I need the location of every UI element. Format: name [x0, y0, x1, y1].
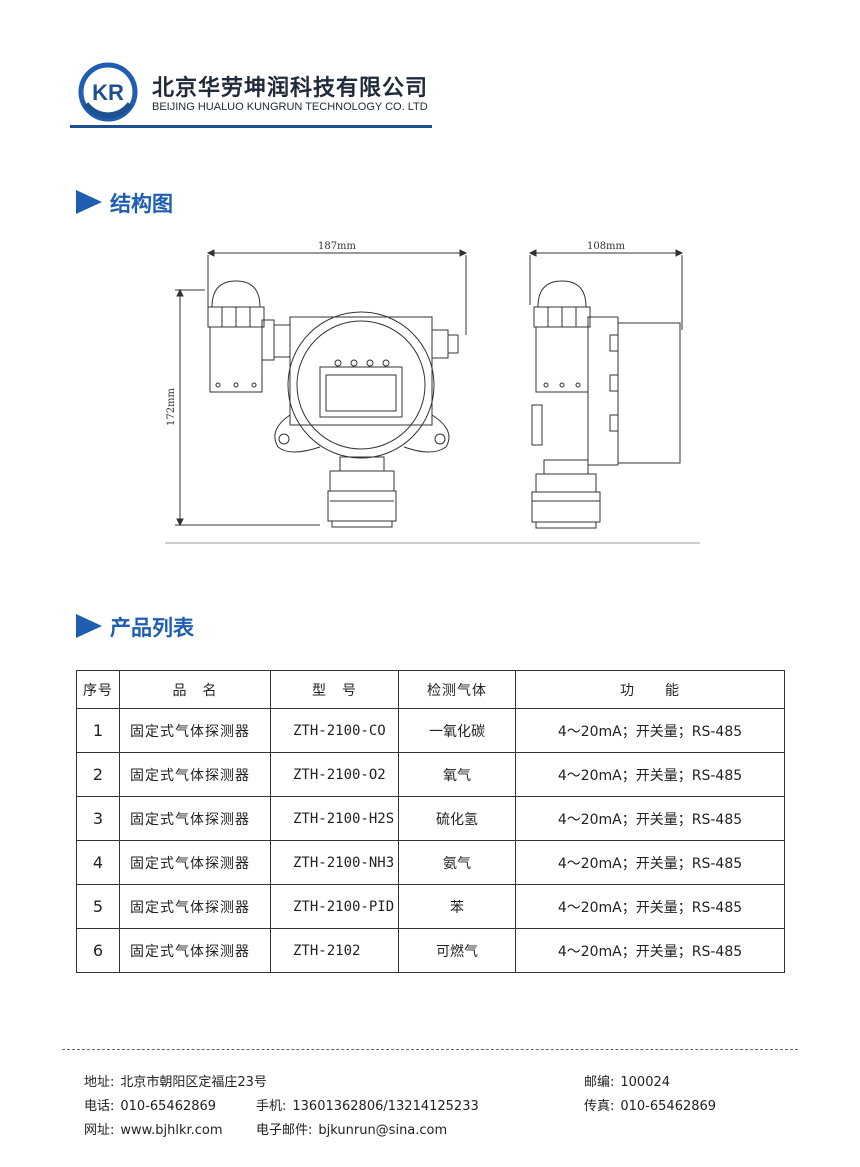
- structure-drawing: 187mm 108mm 172mm: [165, 241, 700, 544]
- products-section-title: 产品列表: [110, 616, 194, 640]
- cell-model: ZTH-2102: [270, 928, 399, 973]
- fax-label: 传真:: [584, 1099, 615, 1114]
- cell-gas: 氨气: [398, 840, 516, 885]
- address-label: 地址:: [84, 1075, 115, 1090]
- cell-function: 4～20mA；开关量；RS-485: [515, 840, 785, 885]
- dimension-side-width: 108mm: [587, 241, 626, 252]
- footer-mobile: 手机: 13601362806/13214125233: [256, 1095, 479, 1114]
- footer-divider: [62, 1049, 798, 1050]
- cell-name: 固定式气体探测器: [119, 708, 271, 753]
- cell-index: 1: [76, 708, 120, 753]
- cell-model: ZTH-2100-H2S: [270, 796, 399, 841]
- cell-name: 固定式气体探测器: [119, 796, 271, 841]
- structure-section-title: 结构图: [110, 192, 173, 216]
- cell-gas: 一氧化碳: [398, 708, 516, 753]
- header-index: 序号: [76, 670, 120, 709]
- cell-name: 固定式气体探测器: [119, 840, 271, 885]
- cell-name: 固定式气体探测器: [119, 884, 271, 929]
- cell-gas: 氧气: [398, 752, 516, 797]
- table-row: 6 固定式气体探测器 ZTH-2102 可燃气 4～20mA；开关量；RS-48…: [76, 928, 785, 973]
- email-link[interactable]: bjkunrun@sina.com: [318, 1123, 448, 1138]
- section-arrow-icon: [76, 614, 102, 638]
- cell-model: ZTH-2100-NH3: [270, 840, 399, 885]
- cell-model: ZTH-2100-O2: [270, 752, 399, 797]
- table-row: 5 固定式气体探测器 ZTH-2100-PID 苯 4～20mA；开关量；RS-…: [76, 884, 785, 929]
- company-name-en: BEIJING HUALUO KUNGRUN TECHNOLOGY CO. LT…: [152, 101, 428, 113]
- cell-index: 4: [76, 840, 120, 885]
- company-name-cn: 北京华劳坤润科技有限公司: [152, 76, 429, 101]
- cell-index: 3: [76, 796, 120, 841]
- logo-text: KR: [92, 80, 124, 105]
- web-link[interactable]: www.bjhlkr.com: [120, 1123, 223, 1138]
- postcode-value: 100024: [620, 1075, 671, 1090]
- cell-gas: 苯: [398, 884, 516, 929]
- table-row: 4 固定式气体探测器 ZTH-2100-NH3 氨气 4～20mA；开关量；RS…: [76, 840, 785, 885]
- fax-value: 010-65462869: [620, 1099, 717, 1114]
- cell-function: 4～20mA；开关量；RS-485: [515, 708, 785, 753]
- header-gas: 检测气体: [398, 670, 516, 709]
- table-header-row: 序号 品 名 型 号 检测气体 功 能: [76, 670, 785, 709]
- phone-label: 电话:: [84, 1099, 115, 1114]
- header-function: 功 能: [515, 670, 785, 709]
- phone-value: 010-65462869: [120, 1099, 217, 1114]
- dimension-height: 172mm: [166, 387, 177, 426]
- mobile-value: 13601362806/13214125233: [292, 1099, 479, 1114]
- header-model: 型 号: [270, 670, 399, 709]
- header-name: 品 名: [119, 670, 271, 709]
- postcode-label: 邮编:: [584, 1075, 615, 1090]
- footer-postcode: 邮编: 100024: [584, 1071, 670, 1090]
- table-row: 3 固定式气体探测器 ZTH-2100-H2S 硫化氢 4～20mA；开关量；R…: [76, 796, 785, 841]
- product-table: 序号 品 名 型 号 检测气体 功 能 1 固定式气体探测器 ZTH-2100-…: [76, 670, 785, 973]
- footer-address: 地址: 北京市朝阳区定福庄23号: [84, 1071, 267, 1090]
- table-row: 2 固定式气体探测器 ZTH-2100-O2 氧气 4～20mA；开关量；RS-…: [76, 752, 785, 797]
- cell-name: 固定式气体探测器: [119, 928, 271, 973]
- email-label: 电子邮件:: [256, 1123, 313, 1138]
- cell-index: 2: [76, 752, 120, 797]
- cell-name: 固定式气体探测器: [119, 752, 271, 797]
- cell-function: 4～20mA；开关量；RS-485: [515, 884, 785, 929]
- web-label: 网址:: [84, 1123, 115, 1138]
- table-row: 1 固定式气体探测器 ZTH-2100-CO 一氧化碳 4～20mA；开关量；R…: [76, 708, 785, 753]
- footer-website: 网址: www.bjhlkr.com: [84, 1119, 223, 1138]
- section-arrow-icon: [76, 190, 102, 214]
- mobile-label: 手机:: [256, 1099, 287, 1114]
- cell-model: ZTH-2100-PID: [270, 884, 399, 929]
- cell-function: 4～20mA；开关量；RS-485: [515, 752, 785, 797]
- cell-gas: 硫化氢: [398, 796, 516, 841]
- footer-fax: 传真: 010-65462869: [584, 1095, 716, 1114]
- address-value: 北京市朝阳区定福庄23号: [120, 1075, 267, 1090]
- footer-email: 电子邮件: bjkunrun@sina.com: [256, 1119, 447, 1138]
- dimension-front-width: 187mm: [318, 241, 357, 252]
- cell-gas: 可燃气: [398, 928, 516, 973]
- cell-model: ZTH-2100-CO: [270, 708, 399, 753]
- cell-index: 6: [76, 928, 120, 973]
- header-divider: [70, 125, 432, 128]
- cell-function: 4～20mA；开关量；RS-485: [515, 928, 785, 973]
- cell-function: 4～20mA；开关量；RS-485: [515, 796, 785, 841]
- cell-index: 5: [76, 884, 120, 929]
- footer-phone: 电话: 010-65462869: [84, 1095, 216, 1114]
- company-logo: KR: [78, 62, 138, 122]
